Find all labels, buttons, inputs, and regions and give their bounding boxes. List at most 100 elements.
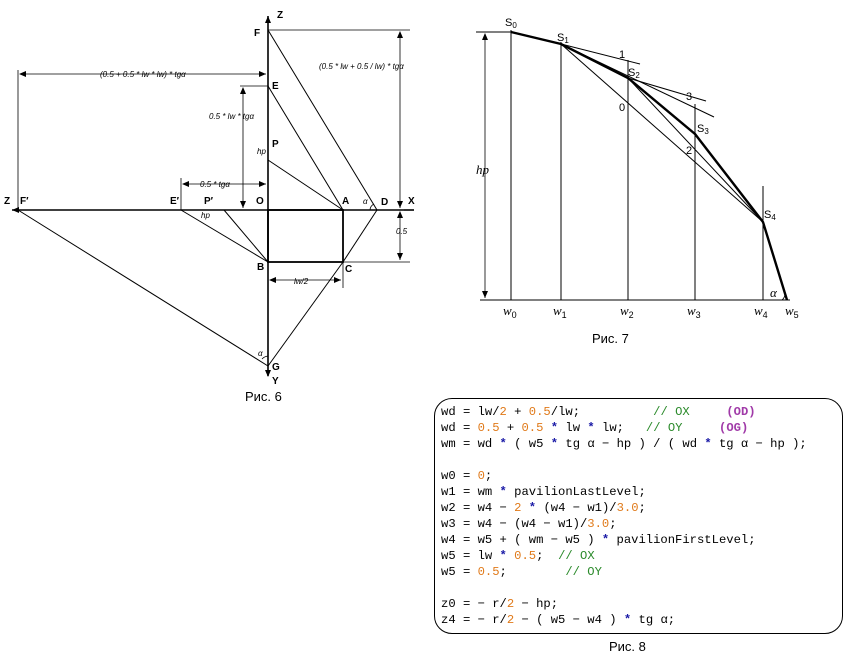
code-token bbox=[521, 501, 528, 515]
code-token: (w4 − w1)/ bbox=[536, 501, 617, 515]
mark-3: 3 bbox=[686, 91, 692, 103]
code-token: ; bbox=[484, 469, 493, 483]
code-token: // OY bbox=[565, 565, 602, 579]
line-pa bbox=[267, 159, 344, 211]
code-token: 0.5 bbox=[477, 565, 500, 579]
construction-line-5 bbox=[627, 77, 707, 102]
code-token: ( w5 bbox=[506, 437, 551, 451]
code-token: * bbox=[499, 485, 507, 499]
code-token: // OX bbox=[558, 549, 595, 563]
figure-6 bbox=[12, 16, 414, 377]
code-token: * bbox=[550, 437, 559, 451]
alpha-arc bbox=[781, 289, 786, 301]
code-token: tg α − hp ) / ( wd bbox=[558, 437, 705, 451]
code-token: 2 bbox=[514, 501, 522, 515]
code-lines: wd = lw/2 + 0.5/lw; // OX (OD)wd = 0.5 +… bbox=[441, 404, 842, 628]
code-token: tg α; bbox=[631, 613, 676, 627]
mark-1: 1 bbox=[619, 49, 625, 61]
code-token: ; bbox=[499, 565, 566, 579]
code-token: // OX bbox=[653, 405, 690, 419]
construction-line-1 bbox=[560, 43, 641, 65]
code-token: * bbox=[499, 437, 507, 451]
label-axis-x: X bbox=[408, 196, 415, 207]
code-token: w5 = lw bbox=[441, 549, 500, 563]
profile-polyline bbox=[510, 30, 789, 301]
code-token: pavilionFirstLevel; bbox=[609, 533, 756, 547]
code-token bbox=[682, 421, 719, 435]
w-label-2: w2 bbox=[620, 303, 634, 320]
code-token: 0.5 bbox=[528, 405, 551, 419]
code-token: ; bbox=[638, 501, 646, 515]
code-token: * bbox=[601, 533, 610, 547]
code-token: 0.5 bbox=[477, 421, 500, 435]
s-label-0: S0 bbox=[505, 17, 517, 30]
code-token bbox=[543, 421, 550, 435]
code-line bbox=[441, 580, 842, 596]
code-token: w3 = w4 − (w4 − w1)/ bbox=[441, 517, 588, 531]
code-token: 3.0 bbox=[616, 501, 639, 515]
angle-label-g: α bbox=[258, 349, 263, 358]
code-line: wd = 0.5 + 0.5 * lw * lw; // OY (OG) bbox=[441, 420, 842, 436]
code-token: * bbox=[528, 501, 537, 515]
dim-label-short: 0.5 * tgα bbox=[200, 180, 230, 189]
hp-label: hp bbox=[476, 162, 490, 177]
w-label-5: w5 bbox=[785, 303, 799, 320]
code-line bbox=[441, 452, 842, 468]
label-axis-z-top: Z bbox=[277, 10, 283, 21]
line-eprime-b bbox=[180, 209, 269, 263]
code-line: z0 = − r/2 − hp; bbox=[441, 596, 842, 612]
label-axis-z-left: Z bbox=[4, 196, 10, 207]
dim-label-hp-diagonal: hp bbox=[201, 211, 210, 220]
dim-label-hp-vertical: hp bbox=[257, 147, 266, 156]
code-token: * bbox=[587, 421, 595, 435]
code-token: wd = lw/ bbox=[441, 405, 500, 419]
code-token: pavilionLastLevel; bbox=[506, 485, 646, 499]
code-line: z4 = − r/2 − ( w5 − w4 ) * tg α; bbox=[441, 612, 842, 628]
rect-oabc bbox=[267, 209, 344, 263]
code-token: 2 bbox=[499, 405, 507, 419]
label-axis-y: Y bbox=[272, 376, 279, 387]
code-token: w5 = bbox=[441, 565, 478, 579]
code-line: w5 = lw * 0.5; // OX bbox=[441, 548, 842, 564]
code-token: (OD) bbox=[726, 405, 756, 419]
label-point-d: D bbox=[381, 197, 388, 208]
label-point-a: A bbox=[342, 196, 349, 207]
code-line: w5 = 0.5; // OY bbox=[441, 564, 842, 580]
code-token: + bbox=[499, 421, 522, 435]
caption-figure-7: Рис. 7 bbox=[592, 331, 629, 346]
code-line: w0 = 0; bbox=[441, 468, 842, 484]
s-label-3: S3 bbox=[697, 123, 709, 136]
code-token: + bbox=[506, 405, 529, 419]
code-token: // OY bbox=[645, 421, 683, 435]
label-point-f-prime: F′ bbox=[20, 196, 29, 207]
code-line: w1 = wm * pavilionLastLevel; bbox=[441, 484, 842, 500]
label-point-f: F bbox=[254, 28, 260, 39]
dim-label-right-half: 0.5 bbox=[396, 227, 408, 236]
code-line: w2 = w4 − 2 * (w4 − w1)/3.0; bbox=[441, 500, 842, 516]
dim-label-top-left: (0.5 + 0.5 * lw * lw) * tgα bbox=[100, 70, 186, 79]
code-token: * bbox=[499, 549, 507, 563]
dim-label-half-lw: lw/2 bbox=[294, 277, 309, 286]
label-point-e: E bbox=[272, 81, 279, 92]
code-token: w0 = bbox=[441, 469, 478, 483]
label-point-o: O bbox=[256, 196, 264, 207]
code-token: tg α − hp ); bbox=[711, 437, 807, 451]
line-fd bbox=[267, 29, 378, 211]
code-token: 0 bbox=[477, 469, 485, 483]
angle-arc-g bbox=[261, 355, 269, 360]
code-token: 0.5 bbox=[514, 549, 537, 563]
code-token: * bbox=[550, 421, 559, 435]
code-token: 2 bbox=[506, 597, 515, 611]
code-line: wd = lw/2 + 0.5/lw; // OX (OD) bbox=[441, 404, 842, 420]
code-token: ; bbox=[609, 517, 617, 531]
caption-figure-6: Рис. 6 bbox=[245, 389, 282, 404]
dim-label-top-right: (0.5 * lw + 0.5 / lw) * tgα bbox=[319, 62, 404, 71]
code-token: − hp; bbox=[514, 597, 559, 611]
code-line: w4 = w5 + ( wm − w5 ) * pavilionFirstLev… bbox=[441, 532, 842, 548]
w-label-0: w0 bbox=[503, 303, 517, 320]
w-label-1: w1 bbox=[553, 303, 567, 320]
line-pprime-b bbox=[223, 209, 269, 263]
code-token: w4 = w5 + ( wm − w5 ) bbox=[441, 533, 602, 547]
code-token: w1 = wm bbox=[441, 485, 500, 499]
